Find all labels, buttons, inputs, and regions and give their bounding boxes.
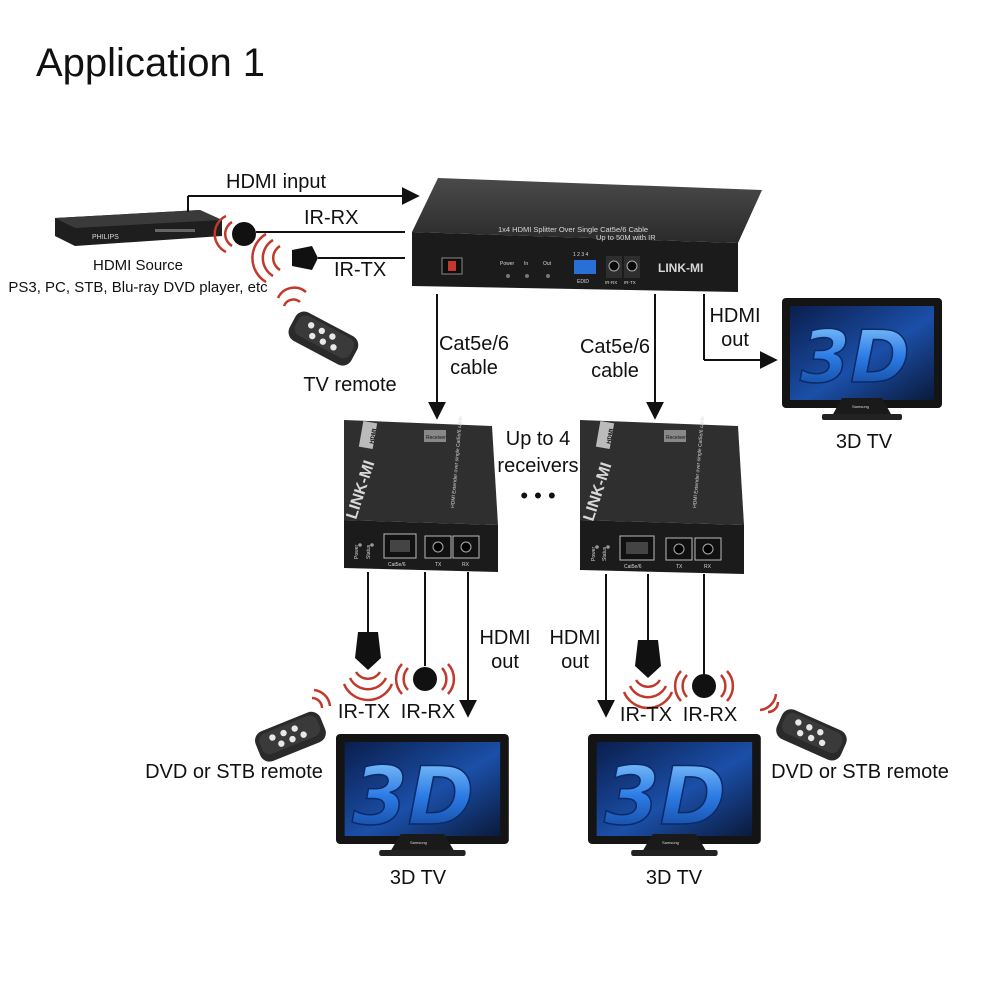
tv-label-main: 3D TV [836,431,893,453]
tv-logo-left: 3D [352,750,474,843]
tv-logo-main: 3D [800,315,910,399]
tv-3d-left: 3D Samsung [336,734,509,856]
r1-ir-tx-emitter-icon [342,632,394,702]
led-out-label: Out [543,261,552,267]
splitter-model-line2: Up to 50M with IR [596,233,656,242]
receiver1-port-cat: Cat5e/6 [388,562,406,568]
dvd-remote-right-icon [759,693,850,764]
splitter-model-line1: 1x4 HDMI Splitter Over Single Cat5e/6 Ca… [498,225,648,234]
r2-ir-tx-label: IR-TX [620,704,672,726]
splitter-device: 1x4 HDMI Splitter Over Single Cat5e/6 Ca… [412,178,762,292]
edid-dip-switch[interactable] [574,260,596,274]
receivers-label: receivers [497,455,578,477]
splitter-port-rx: IR-RX [605,280,617,285]
receiver1-port-tx: TX [435,562,442,568]
r2-ir-rx-label: IR-RX [683,704,737,726]
tv-label-right: 3D TV [646,867,703,889]
tv-3d-right: 3D Samsung [588,734,761,856]
page-title: Application 1 [36,41,265,85]
cat-cable-label-1-line1: Cat5e/6 [439,333,509,355]
cat-cable-label-2-line2: cable [591,360,639,382]
splitter-brand-logo: LINK-MI [658,261,703,275]
tv-brand-main: Samsung [852,404,869,409]
hdmi-source-device: PHILIPS [55,210,222,246]
source-title: HDMI Source [93,257,183,274]
receiver1-panel-label: Receiver [426,435,446,441]
receiver2-port-rx: RX [704,564,712,570]
splitter-port-tx: IR-TX [624,280,636,285]
receiver1-led-status: Status [366,544,372,559]
r1-ir-tx-label: IR-TX [338,701,390,723]
dvd-remote-right-label: DVD or STB remote [771,761,949,783]
receiver1-led-power: Power [354,544,360,559]
r2-ir-tx-emitter-icon [622,640,674,710]
cat-cable-label-2-line1: Cat5e/6 [580,336,650,358]
ir-tx-label: IR-TX [334,259,386,281]
receiver1-port-rx: RX [462,562,470,568]
r2-hdmi-out-line1: HDMI [549,627,600,649]
receiver2-hdmi-badge: HDMI [607,428,616,444]
edid-label: EDID [577,279,589,285]
r2-hdmi-out-line2: out [561,651,589,673]
receiver2-port-cat: Cat5e/6 [624,564,642,570]
receiver-device-2: LINK-MI HDMI Extender over single Cat5e/… [580,416,744,574]
ir-rx-label: IR-RX [304,207,358,229]
receiver-device-1: LINK-MI HDMI Extender over single Cat5e/… [344,416,498,572]
ellipsis-dots: • • • [520,483,555,508]
cat-cable-label-1-line2: cable [450,357,498,379]
tv-brand-right: Samsung [662,840,679,845]
led-power-label: Power [500,261,515,267]
dip-numbers: 1 2 3 4 [573,252,589,258]
tv-remote-icon [276,286,362,370]
r2-ir-rx-eye-icon [673,670,735,702]
source-brand: PHILIPS [92,234,119,241]
receiver1-hdmi-badge: HDMI [370,428,379,444]
dvd-remote-left-icon [252,688,332,765]
hdmi-out-main-line2: out [721,329,749,351]
source-subtitle: PS3, PC, STB, Blu-ray DVD player, etc [8,279,268,296]
dvd-remote-left-label: DVD or STB remote [145,761,323,783]
receiver2-panel-label: Receiver [666,435,686,441]
receiver2-led-status: Status [602,546,608,561]
tv-3d-main: 3D Samsung [782,298,942,420]
ir-tx-emitter-icon [251,232,318,284]
hdmi-input-label: HDMI input [226,171,326,193]
r1-hdmi-out-line1: HDMI [479,627,530,649]
receiver2-led-power: Power [591,546,597,561]
led-in-label: In [524,261,528,267]
tv-remote-label: TV remote [303,374,396,396]
r1-hdmi-out-line2: out [491,651,519,673]
up-to-4-label: Up to 4 [506,428,570,450]
tv-logo-right: 3D [604,750,726,843]
receiver2-port-tx: TX [676,564,683,570]
tv-label-left: 3D TV [390,867,447,889]
r1-ir-rx-eye-icon [394,663,456,695]
ir-rx-eye-icon [213,214,256,254]
tv-brand-left: Samsung [410,840,427,845]
r1-ir-rx-label: IR-RX [401,701,455,723]
hdmi-out-main-line1: HDMI [709,305,760,327]
